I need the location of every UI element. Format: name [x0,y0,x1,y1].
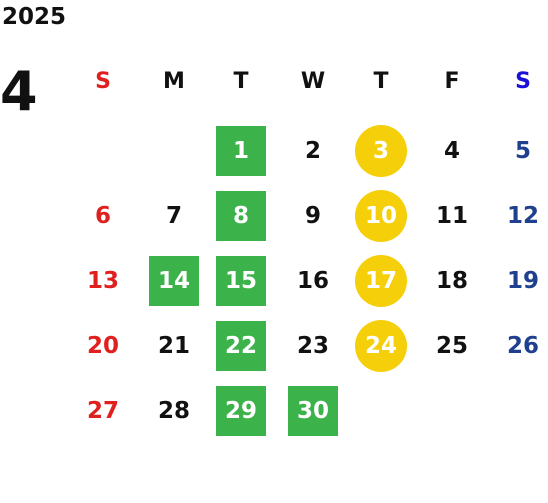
weekday-label: S [95,68,111,94]
day-number: 4 [443,138,460,164]
day-number: 5 [514,138,531,164]
weekday-label: T [233,68,249,94]
yellow-circle-marker [355,255,407,307]
day-cell-17[interactable]: 17 [351,255,411,307]
day-number: 27 [86,398,119,424]
day-number: 13 [86,268,119,294]
day-number: 3 [372,138,389,164]
green-square-marker [288,386,338,436]
day-number: 11 [435,203,468,229]
day-cell-30[interactable]: 30 [283,386,343,436]
day-cell-9[interactable]: 9 [283,191,343,241]
day-cell-6[interactable]: 6 [73,191,133,241]
yellow-circle-marker [355,125,407,177]
day-cell-18[interactable]: 18 [422,256,482,306]
day-cell-15[interactable]: 15 [211,256,271,306]
day-number: 1 [232,138,249,164]
day-number: 10 [364,203,397,229]
day-cell-8[interactable]: 8 [211,191,271,241]
day-cell-12[interactable]: 12 [493,191,548,241]
yellow-circle-marker [355,190,407,242]
day-number: 17 [364,268,397,294]
day-cell-7[interactable]: 7 [144,191,204,241]
day-number: 29 [224,398,257,424]
day-cell-10[interactable]: 10 [351,190,411,242]
day-cell-25[interactable]: 25 [422,321,482,371]
day-cell-28[interactable]: 28 [144,386,204,436]
day-cell-21[interactable]: 21 [144,321,204,371]
day-cell-1[interactable]: 1 [211,126,271,176]
day-number: 18 [435,268,468,294]
day-cell-24[interactable]: 24 [351,320,411,372]
yellow-circle-marker [355,320,407,372]
day-number: 14 [157,268,190,294]
green-square-marker [149,256,199,306]
day-cell-4[interactable]: 4 [422,126,482,176]
day-cell-20[interactable]: 20 [73,321,133,371]
day-number: 25 [435,333,468,359]
day-cell-26[interactable]: 26 [493,321,548,371]
day-cell-2[interactable]: 2 [283,126,343,176]
day-number: 15 [224,268,257,294]
day-cell-16[interactable]: 16 [283,256,343,306]
day-cell-3[interactable]: 3 [351,125,411,177]
day-number: 7 [165,203,182,229]
weekday-label: M [163,68,185,94]
day-number: 22 [224,333,257,359]
day-cell-14[interactable]: 14 [144,256,204,306]
day-cell-5[interactable]: 5 [493,126,548,176]
day-number: 24 [364,333,397,359]
day-cell-19[interactable]: 19 [493,256,548,306]
day-number: 8 [232,203,249,229]
year-label: 2025 [2,4,67,30]
weekday-label: S [515,68,531,94]
day-cell-29[interactable]: 29 [211,386,271,436]
day-cell-22[interactable]: 22 [211,321,271,371]
day-cell-23[interactable]: 23 [283,321,343,371]
day-number: 30 [296,398,329,424]
day-number: 26 [506,333,539,359]
day-cell-27[interactable]: 27 [73,386,133,436]
weekday-label: T [373,68,389,94]
day-number: 2 [304,138,321,164]
day-number: 20 [86,333,119,359]
day-number: 23 [296,333,329,359]
green-square-marker [216,191,266,241]
day-number: 16 [296,268,329,294]
day-number: 21 [157,333,190,359]
day-cell-13[interactable]: 13 [73,256,133,306]
day-number: 12 [506,203,539,229]
day-number: 28 [157,398,190,424]
green-square-marker [216,256,266,306]
green-square-marker [216,386,266,436]
green-square-marker [216,321,266,371]
weekday-label: F [444,68,460,94]
month-number: 4 [0,60,38,123]
day-cell-11[interactable]: 11 [422,191,482,241]
day-number: 19 [506,268,539,294]
day-number: 9 [304,203,321,229]
green-square-marker [216,126,266,176]
day-number: 6 [94,203,111,229]
weekday-label: W [300,68,326,94]
